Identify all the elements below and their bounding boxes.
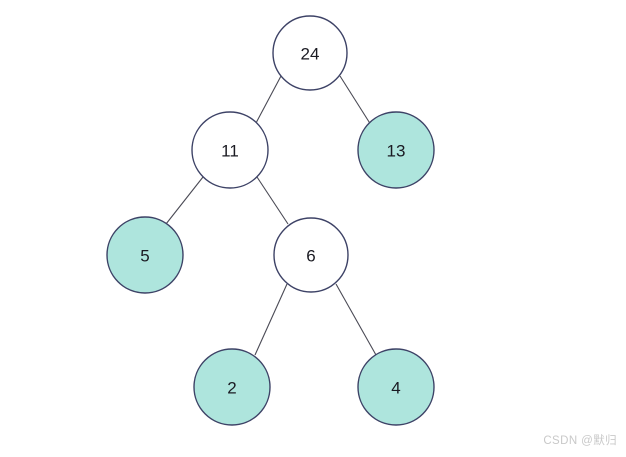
edge-layer <box>165 75 377 356</box>
node-circle-24[interactable] <box>272 15 348 91</box>
tree-edge-n24-n11 <box>255 75 282 124</box>
node-label-24: 24 <box>301 45 320 64</box>
node-circle-5[interactable] <box>106 216 184 294</box>
tree-edge-n11-n5 <box>165 176 204 225</box>
node-label-2: 2 <box>227 379 236 398</box>
node-label-13: 13 <box>387 142 406 161</box>
node-label-4: 4 <box>391 379 400 398</box>
node-circle-2[interactable] <box>193 348 271 426</box>
tree-edge-n24-n13 <box>339 75 372 126</box>
tree-edge-n6-n2 <box>254 283 288 356</box>
node-circle-11[interactable] <box>191 111 269 189</box>
tree-node-4[interactable]: 4 <box>357 348 435 426</box>
tree-edge-n6-n4 <box>335 283 377 356</box>
node-label-5: 5 <box>140 247 149 266</box>
csdn-watermark: CSDN @默归 <box>543 435 617 447</box>
node-circle-13[interactable] <box>357 111 435 189</box>
node-circle-6[interactable] <box>273 217 349 293</box>
tree-node-13[interactable]: 13 <box>357 111 435 189</box>
node-label-6: 6 <box>306 247 315 266</box>
node-circle-4[interactable] <box>357 348 435 426</box>
tree-node-5[interactable]: 5 <box>106 216 184 294</box>
tree-node-24[interactable]: 24 <box>272 15 348 91</box>
node-label-11: 11 <box>221 142 239 161</box>
tree-node-2[interactable]: 2 <box>193 348 271 426</box>
tree-node-6[interactable]: 6 <box>273 217 349 293</box>
tree-node-11[interactable]: 11 <box>191 111 269 189</box>
tree-edge-n11-n6 <box>256 176 289 225</box>
